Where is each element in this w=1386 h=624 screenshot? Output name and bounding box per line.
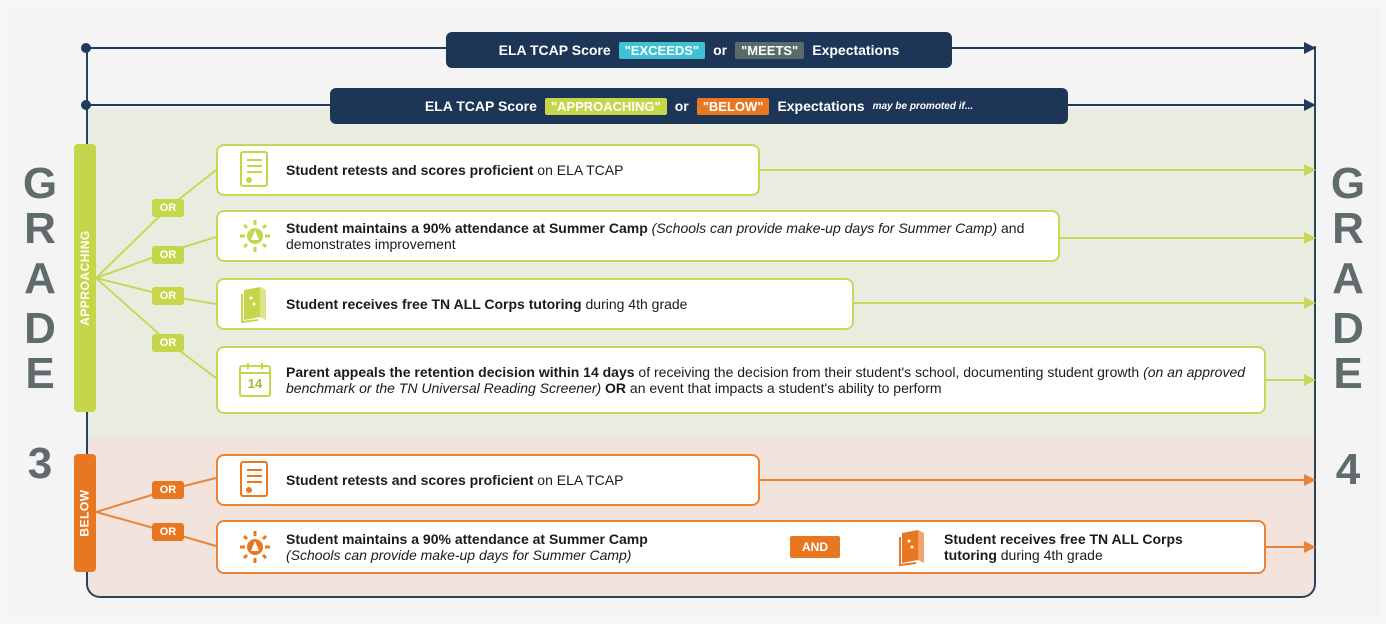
- meets-pill: "MEETS": [735, 41, 805, 59]
- or-tag: OR: [152, 287, 184, 305]
- exceeds-meets-banner: ELA TCAP Score "EXCEEDS" or "MEETS" Expe…: [446, 32, 952, 68]
- arrow-app-3: [1304, 297, 1316, 309]
- grade-3-number: 3: [27, 439, 53, 488]
- approaching-pill: "APPROACHING": [544, 97, 667, 115]
- grade-4-number: 4: [1335, 445, 1361, 494]
- banner2-or: or: [674, 98, 689, 114]
- option-text-b: Student receives free TN ALL Corps tutor…: [944, 531, 1183, 563]
- or-tag: OR: [152, 523, 184, 541]
- below-option-summer-camp-and-tutoring: Student maintains a 90% attendance at Su…: [216, 520, 1266, 574]
- grade-left-letter: R: [24, 204, 56, 253]
- approaching-option-tutoring: Student receives free TN ALL Corps tutor…: [216, 278, 854, 330]
- arrow-app-2: [1304, 232, 1316, 244]
- grade-right-letter: D: [1332, 304, 1364, 353]
- banner2-suffix-italic: may be promoted if...: [872, 100, 974, 112]
- grade-right-letter: A: [1332, 254, 1364, 303]
- calendar-number: 14: [247, 376, 263, 391]
- summer-camp-sun-icon: [240, 531, 270, 563]
- option-text: Parent appeals the retention decision wi…: [286, 364, 1246, 396]
- grade-right-letter: G: [1330, 159, 1366, 208]
- approaching-option-retest: Student retests and scores proficient on…: [216, 144, 760, 196]
- banner2-prefix: ELA TCAP Score: [424, 98, 537, 114]
- grade-right-letter: E: [1333, 349, 1363, 398]
- tutoring-book-icon: [899, 530, 924, 567]
- option-text: Student receives free TN ALL Corps tutor…: [286, 296, 688, 312]
- or-tag: OR: [152, 246, 184, 264]
- exceeds-pill: "EXCEEDS": [618, 41, 706, 59]
- below-option-retest: Student retests and scores proficient on…: [216, 454, 760, 506]
- approaching-below-banner: ELA TCAP Score "APPROACHING" or "BELOW" …: [330, 88, 1068, 124]
- or-tag: OR: [152, 334, 184, 352]
- summer-camp-sun-icon: [240, 220, 270, 252]
- banner-or: or: [713, 42, 728, 58]
- approaching-label: APPROACHING: [74, 144, 96, 412]
- grade-left-letter: D: [24, 304, 56, 353]
- test-document-icon: [240, 461, 268, 497]
- grade-left-letter: A: [24, 254, 56, 303]
- option-text: Student maintains a 90% attendance at Su…: [286, 220, 1025, 252]
- grade-left-letter: E: [25, 349, 55, 398]
- tutoring-book-icon: [241, 287, 266, 324]
- arrow-app-1: [1304, 164, 1316, 176]
- grade-right-letter: R: [1332, 204, 1364, 253]
- option-text: Student retests and scores proficient on…: [286, 472, 624, 488]
- below-pill: "BELOW": [696, 97, 770, 115]
- or-tag: OR: [152, 199, 184, 217]
- option-text: Student retests and scores proficient on…: [286, 162, 624, 178]
- grade-left-letter: G: [22, 159, 58, 208]
- approaching-option-parent-appeal: 14 Parent appeals the retention decision…: [216, 346, 1266, 414]
- arrow-below-2: [1304, 541, 1316, 553]
- calendar-icon: 14: [238, 360, 272, 400]
- top-arrowhead: [1304, 42, 1316, 54]
- banner-prefix: ELA TCAP Score: [498, 42, 611, 58]
- or-tag: OR: [152, 481, 184, 499]
- approaching-option-summer-camp: Student maintains a 90% attendance at Su…: [216, 210, 1060, 262]
- banner-suffix: Expectations: [812, 42, 900, 58]
- and-tag: AND: [790, 536, 840, 558]
- below-label: BELOW: [74, 454, 96, 572]
- banner2-suffix: Expectations: [777, 98, 865, 114]
- arrow-below-1: [1304, 474, 1316, 486]
- second-arrowhead: [1304, 99, 1316, 111]
- arrow-app-4: [1304, 374, 1316, 386]
- test-document-icon: [240, 151, 268, 187]
- option-text: Student maintains a 90% attendance at Su…: [286, 531, 648, 563]
